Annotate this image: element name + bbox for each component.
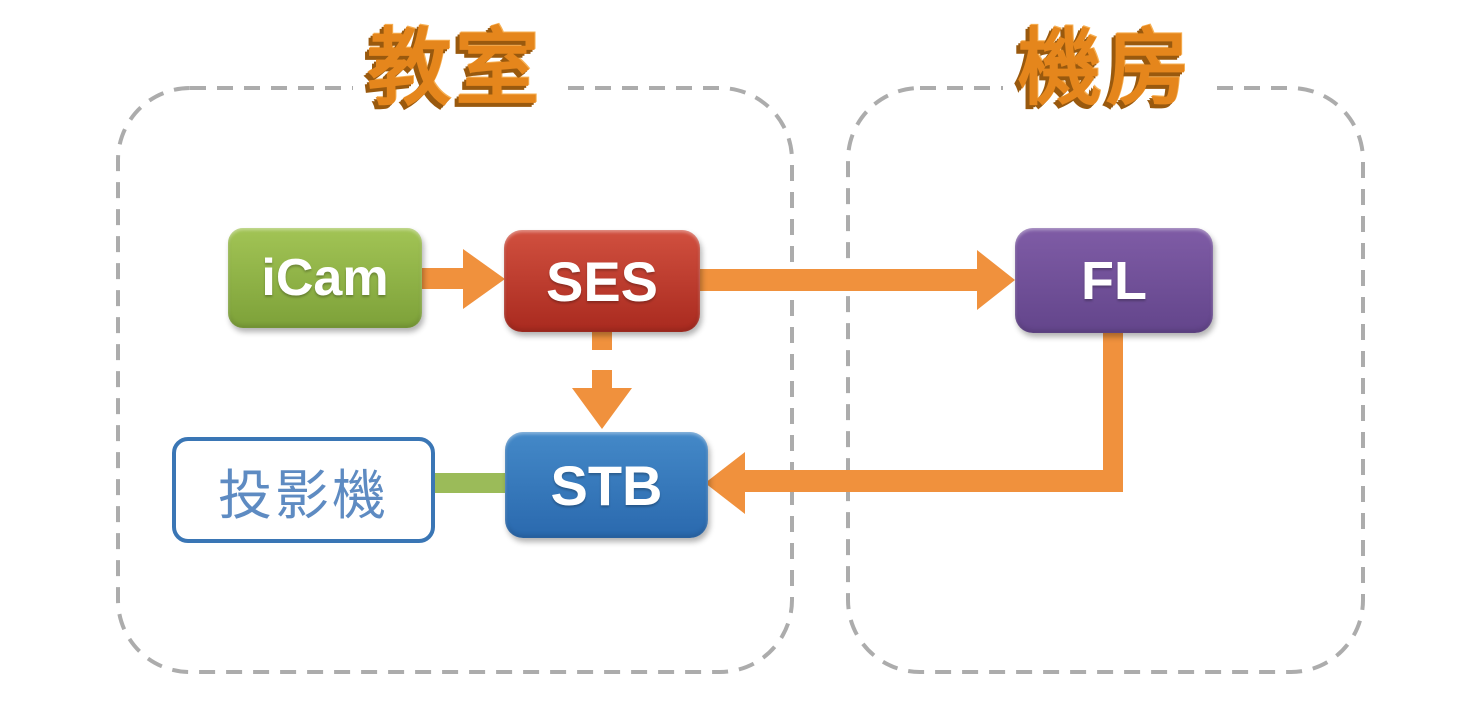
node-ses: SES	[504, 230, 700, 332]
node-projector-label: 投影機	[218, 465, 389, 526]
node-ses-label: SES	[545, 249, 659, 313]
node-stb: STB	[505, 432, 708, 538]
node-projector: 投影機	[172, 437, 435, 543]
arrow-ses-to-stb-dash-segment	[592, 332, 612, 350]
node-fl-label: FL	[1081, 250, 1147, 311]
node-icam: iCam	[228, 228, 422, 328]
arrow-ses-to-fl	[700, 250, 1015, 310]
arrow-fl-to-stb	[705, 333, 1123, 514]
arrow-icam-to-ses	[422, 249, 505, 309]
server-room-group-title-text: 機房	[1003, 23, 1208, 114]
node-fl: FL	[1015, 228, 1213, 333]
arrow-ses-to-stb-head	[572, 370, 632, 429]
node-stb-label: STB	[550, 453, 663, 517]
classroom-group-border	[116, 86, 794, 674]
classroom-group-title-text: 教室	[352, 23, 557, 114]
classroom-group-title: 教室	[118, 23, 792, 114]
node-icam-label: iCam	[261, 249, 389, 307]
server-room-group-border	[846, 86, 1365, 674]
server-room-group-title: 機房	[848, 23, 1363, 114]
connector-stb-to-projector	[427, 473, 505, 493]
